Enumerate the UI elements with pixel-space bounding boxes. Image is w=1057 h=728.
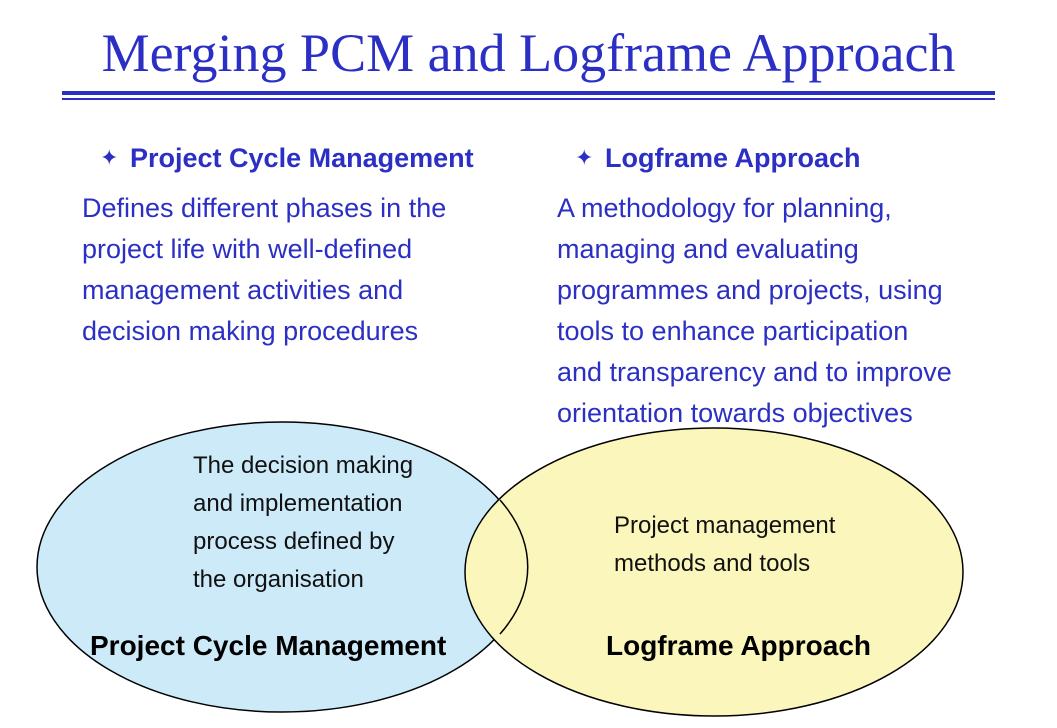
pcm-column: ✦ Project Cycle Management Defines differ… — [82, 138, 512, 352]
pcm-ellipse-overlap-outline — [499, 499, 529, 635]
lfa-description-line: A methodology for planning, — [557, 193, 892, 223]
lfa-heading-text: Logframe Approach — [605, 143, 861, 173]
pcm-heading: ✦ Project Cycle Management — [100, 138, 512, 178]
page-title: Merging PCM and Logframe Approach — [101, 23, 956, 83]
pcm-description-line: project life with well-defined — [82, 234, 413, 264]
lfa-description-line: tools to enhance participation — [557, 316, 909, 346]
pcm-description-line: decision making procedures — [82, 316, 419, 346]
title-underline-thick — [62, 91, 995, 95]
four-pointed-star-icon: ✦ — [575, 145, 594, 170]
pcm-circle-text-line: The decision making — [193, 452, 414, 479]
four-pointed-star-icon: ✦ — [100, 145, 119, 170]
lfa-ellipse — [464, 427, 964, 717]
lfa-heading: ✦ Logframe Approach — [575, 138, 1007, 178]
pcm-heading-text: Project Cycle Management — [130, 143, 474, 173]
lfa-column: ✦ Logframe Approach A methodology for pla… — [557, 138, 1007, 434]
lfa-circle-text: Project management methods and tools — [614, 507, 835, 583]
pcm-circle-text: The decision making and implementation p… — [193, 447, 413, 599]
pcm-circle-text-line: the organisation — [193, 566, 364, 593]
pcm-description: Defines different phases in the project … — [82, 188, 512, 352]
lfa-description-line: orientation towards objectives — [557, 398, 913, 428]
lfa-circle-text-line: methods and tools — [614, 550, 811, 577]
pcm-circle-text-line: process defined by — [193, 528, 395, 555]
lfa-description-line: programmes and projects, using — [557, 275, 943, 305]
lfa-circle-text-line: Project management — [614, 512, 836, 539]
lfa-description: A methodology for planning, managing and… — [557, 188, 1007, 434]
lfa-description-line: and transparency and to improve — [557, 357, 952, 387]
pcm-circle-label: Project Cycle Management — [90, 630, 447, 661]
pcm-circle-text-line: and implementation — [193, 490, 403, 517]
title-underline-thin — [62, 98, 995, 100]
pcm-description-line: management activities and — [82, 275, 404, 305]
lfa-description-line: managing and evaluating — [557, 234, 859, 264]
pcm-description-line: Defines different phases in the — [82, 193, 447, 223]
lfa-circle-label: Logframe Approach — [606, 630, 871, 661]
